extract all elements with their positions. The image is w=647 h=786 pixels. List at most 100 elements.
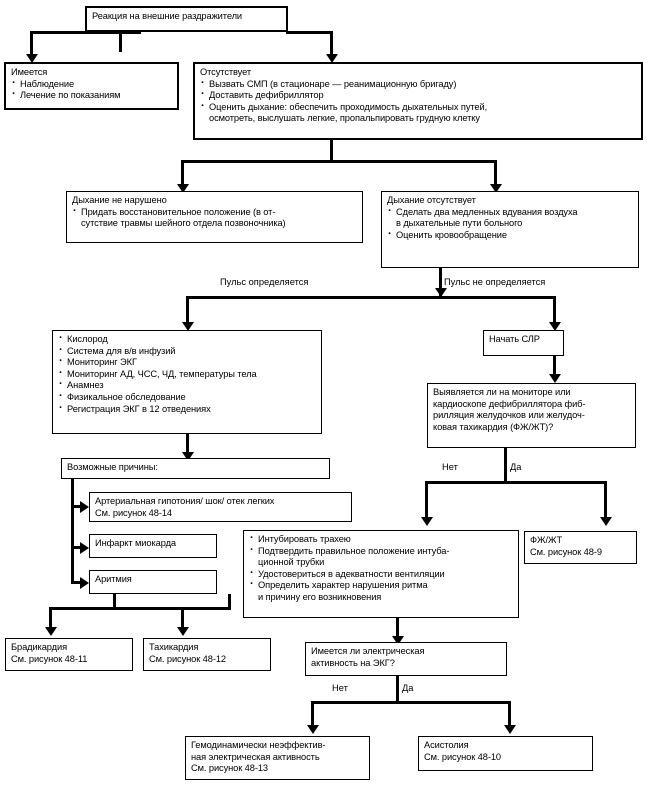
connector-breathing-absent-out [439,268,442,296]
list-item: Оценить дыхание: обеспечить проходимость… [200,101,636,125]
connector-to-bradycardia [49,607,52,629]
connector-ecg-bar [311,701,511,704]
connector-breathing-absent-down [494,160,497,186]
node-breathing-ok[interactable]: Дыхание не нарушено Придать восстановите… [66,191,363,243]
node-absent-heading: Отсутствует [200,67,252,77]
node-ecg-activity-question[interactable]: Имеется ли электрическая активность на Э… [305,642,507,676]
list-item-line1: Оценить дыхание: обеспечить проходимость… [209,101,488,112]
connector-root-to-left-v1 [119,31,122,52]
list-item-line1: Подтвердить правильное положение интуба- [258,545,450,556]
node-infarction-line1: Инфаркт миокарда [95,538,176,548]
connector-intubate-to-ecgq [396,618,399,639]
node-arrhythmia[interactable]: Аритмия [89,570,217,594]
arrow-to-tachycardia [176,627,189,636]
arrow-to-ecg-question [391,636,404,645]
connector-vfq-down [504,448,507,483]
node-tachycardia-line1: Тахикардия [149,642,199,652]
node-pea-line1: Гемодинамически неэффектив- [191,740,326,750]
list-item: Наблюдение [11,78,172,91]
list-item: Доставить дефибриллятор [200,89,636,102]
arrow-to-start-cpr [548,322,561,331]
node-tachycardia-line2: См. рисунок 48-12 [149,653,226,664]
list-item: Кислород [58,333,316,346]
node-root-title: Реакция на внешние раздражители [92,11,243,21]
arrow-to-breathing-absent [489,184,502,193]
list-item: Лечение по показаниям [11,89,172,102]
arrow-to-present [25,54,38,63]
arrow-to-causes [181,452,194,461]
node-absent-bullets: Вызвать СМП (в стационаре — реанимационн… [200,78,636,125]
list-item-line1: Определить характер нарушения ритма [258,580,428,591]
node-breathing-absent-bullets: Сделать два медленных вдувания воздуха в… [387,206,633,242]
node-present[interactable]: Имеется Наблюдение Лечение по показаниям [4,62,179,110]
node-causes-heading: Возможные причины: [67,462,158,472]
connector-ecg-yes-down [508,701,511,727]
connector-ecgq-down [396,676,399,703]
node-absent[interactable]: Отсутствует Вызвать СМП (в стационаре — … [193,62,643,140]
arrow-to-infarction [80,541,89,554]
arrow-vf-yes [599,517,612,526]
edge-label-pulse-present: Пульс определяется [218,277,311,288]
node-start-cpr[interactable]: Начать СЛР [483,330,564,356]
node-breathing-ok-heading: Дыхание не нарушено [72,195,167,205]
node-intubate[interactable]: Интубировать трахею Подтвердить правильн… [243,530,519,618]
arrow-to-bradycardia [44,627,57,636]
node-causes[interactable]: Возможные причины: [61,458,330,479]
node-vf-vt[interactable]: ФЖ/ЖТ См. рисунок 48-9 [524,531,637,564]
node-vf-question[interactable]: Выявляется ли на мониторе или кардиоскоп… [427,383,636,448]
arrow-to-arrhythmia [80,576,89,589]
connector-arrhythmia-left-stub [113,594,116,610]
connector-pulse-present-down [186,296,189,324]
node-breathing-absent-heading: Дыхание отсутствует [387,195,476,205]
node-asystole-line2: См. рисунок 48-10 [424,751,501,762]
edge-label-ecg-yes: Да [400,683,416,694]
list-item: Сделать два медленных вдувания воздуха в… [387,206,633,230]
node-vf-question-line4: ковая тахикардия (ФЖ/ЖТ)? [433,421,554,432]
node-vf-vt-line2: См. рисунок 48-9 [530,546,602,557]
connector-vf-yes-down [604,481,607,519]
node-bradycardia[interactable]: Брадикардия См. рисунок 48-11 [5,638,133,671]
node-start-cpr-heading: Начать СЛР [489,334,540,344]
node-arrhythmia-line1: Аритмия [95,574,132,584]
connector-arrhythmia-right-stub [228,594,231,610]
node-hypotension-line1: Артериальная гипотония/ шок/ отек легких [95,496,275,506]
node-vf-question-line1: Выявляется ли на мониторе или [433,387,571,397]
connector-arrhythmia-bar [49,607,231,610]
list-item: Мониторинг АД, ЧСС, ЧД, температуры тела [58,368,316,381]
node-asystole-line1: Асистолия [424,740,469,750]
node-pea[interactable]: Гемодинамически неэффектив- ная электрич… [185,736,370,780]
connector-cpr-to-vfq [553,356,556,376]
node-infarction[interactable]: Инфаркт миокарда [89,534,217,558]
node-asystole[interactable]: Асистолия См. рисунок 48-10 [418,736,593,771]
node-ecg-activity-question-line2: активность на ЭКГ? [311,657,395,668]
list-item-line2: и причину его возникновения [258,591,382,602]
connector-root-to-left-h2 [30,31,122,34]
edge-label-vf-yes: Да [508,462,524,473]
list-item-line1: Придать восстановительное положение (в о… [81,206,276,217]
node-tachycardia[interactable]: Тахикардия См. рисунок 48-12 [143,638,271,671]
node-assessment-bullets: Кислород Система для в/в инфузий Монитор… [58,333,316,415]
connector-root-to-left-h [119,31,141,34]
node-breathing-absent[interactable]: Дыхание отсутствует Сделать два медленны… [381,191,639,268]
node-hypotension-line2: См. рисунок 48-14 [95,507,172,518]
connector-breathing-ok-down [181,160,184,186]
arrow-to-assessment [181,322,194,331]
edge-label-vf-no: Нет [440,462,460,473]
list-item: Определить характер нарушения ритма и пр… [249,579,513,603]
node-vf-question-line3: рилляция желудочков или желудоч- [433,410,585,421]
list-item-line2: сутствие травмы шейного отдела позвоночн… [81,218,286,229]
arrow-pulse-junction [434,288,447,297]
edge-label-ecg-no: Нет [330,683,350,694]
arrow-ecg-yes [503,725,516,734]
node-present-bullets: Наблюдение Лечение по показаниям [11,78,172,102]
list-item: Вызвать СМП (в стационаре — реанимационн… [200,78,636,91]
node-hypotension[interactable]: Артериальная гипотония/ шок/ отек легких… [89,492,352,522]
node-root[interactable]: Реакция на внешние раздражители [85,6,288,32]
connector-causes-to-arrhythmia [71,581,84,584]
list-item: Придать восстановительное положение (в о… [72,206,357,230]
node-pea-line3: См. рисунок 48-13 [191,763,268,774]
arrow-to-breathing-ok [176,184,189,193]
connector-absent-down [330,140,333,162]
node-assessment[interactable]: Кислород Система для в/в инфузий Монитор… [52,330,322,434]
